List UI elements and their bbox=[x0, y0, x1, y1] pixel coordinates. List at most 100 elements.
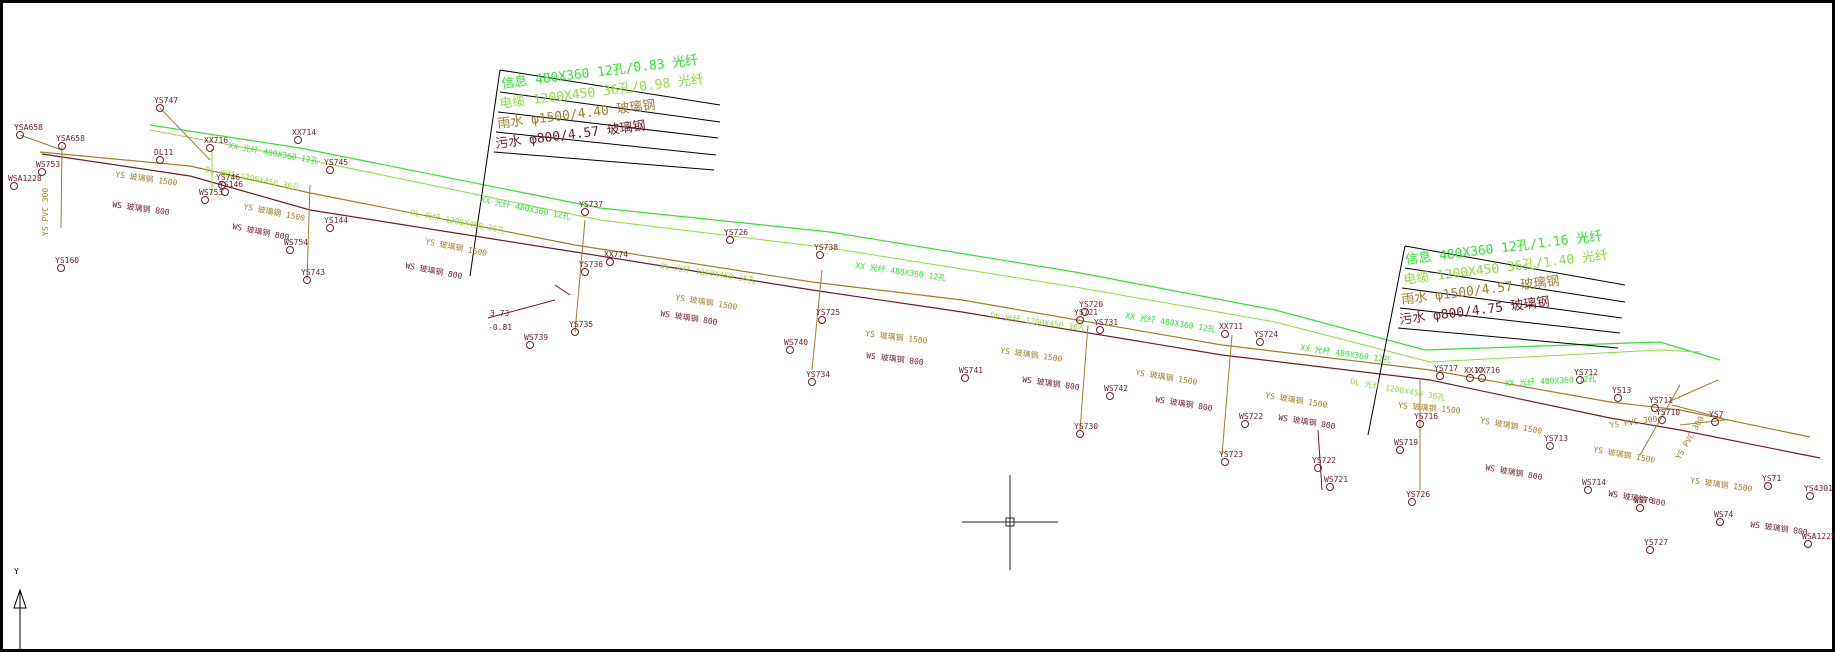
manhole-node[interactable]: DL11 bbox=[154, 148, 173, 164]
manhole-symbol-icon bbox=[201, 196, 209, 204]
manhole-node[interactable]: YS7 bbox=[1709, 410, 1724, 426]
manhole-node[interactable]: YS160 bbox=[55, 256, 79, 272]
manhole-node[interactable]: YS745 bbox=[324, 158, 348, 174]
power-pipeline[interactable] bbox=[149, 129, 1701, 363]
manhole-node[interactable]: WS741 bbox=[959, 366, 983, 382]
node-label: DL11 bbox=[154, 148, 173, 157]
manhole-symbol-icon bbox=[58, 142, 66, 150]
manhole-node[interactable]: WS739 bbox=[524, 333, 548, 349]
manhole-symbol-icon bbox=[218, 181, 226, 189]
manhole-node[interactable]: YS720 bbox=[1079, 300, 1103, 316]
manhole-node[interactable]: YS144 bbox=[324, 216, 348, 232]
node-label: YS727 bbox=[1644, 538, 1668, 547]
table-rule bbox=[1397, 327, 1619, 349]
node-label: WS741 bbox=[959, 366, 983, 375]
manhole-node[interactable]: YS743 bbox=[301, 268, 325, 284]
manhole-symbol-icon bbox=[1646, 546, 1654, 554]
manhole-node[interactable]: XX774 bbox=[604, 250, 628, 266]
manhole-node[interactable]: YS747 bbox=[154, 96, 178, 112]
pipe-label-rain: YS 玻璃钢 1500 bbox=[865, 328, 928, 346]
manhole-node[interactable]: WS719 bbox=[1394, 438, 1418, 454]
manhole-node[interactable]: YS736 bbox=[579, 260, 603, 276]
manhole-symbol-icon bbox=[581, 268, 589, 276]
manhole-node[interactable]: WS714 bbox=[1582, 478, 1606, 494]
manhole-node[interactable]: WS754 bbox=[284, 238, 308, 254]
node-label: YS710 bbox=[1656, 408, 1680, 417]
rainwater-branch-pipe[interactable] bbox=[1221, 334, 1233, 456]
manhole-symbol-icon bbox=[156, 104, 164, 112]
manhole-symbol-icon bbox=[286, 246, 294, 254]
manhole-node[interactable]: YS146 bbox=[219, 180, 243, 196]
manhole-node[interactable]: WS722 bbox=[1239, 412, 1263, 428]
sewage-branch-pipe[interactable] bbox=[1317, 429, 1323, 491]
manhole-node[interactable]: XX711 bbox=[1219, 322, 1243, 338]
rainwater-branch-pipe[interactable] bbox=[1679, 419, 1726, 426]
manhole-node[interactable]: YS730 bbox=[1074, 422, 1098, 438]
rainwater-branch-pipe[interactable] bbox=[1639, 384, 1681, 456]
manhole-node[interactable]: YS712 bbox=[1574, 368, 1598, 384]
manhole-node[interactable]: YS721 bbox=[1074, 308, 1098, 324]
rainwater-branch-pipe[interactable] bbox=[159, 107, 211, 161]
node-label: YS144 bbox=[324, 216, 348, 225]
manhole-node[interactable]: YS735 bbox=[569, 320, 593, 336]
manhole-node[interactable]: YS710 bbox=[1656, 408, 1680, 424]
manhole-node[interactable]: YS13 bbox=[1612, 386, 1631, 402]
crosshair-cursor-icon[interactable] bbox=[962, 475, 1058, 570]
manhole-node[interactable]: WS76 bbox=[1634, 496, 1653, 512]
rainwater-branch-pipe[interactable] bbox=[60, 145, 63, 229]
manhole-symbol-icon bbox=[1436, 372, 1444, 380]
manhole-node[interactable]: YS726 bbox=[724, 228, 748, 244]
manhole-node[interactable]: YS724 bbox=[1254, 330, 1278, 346]
manhole-node[interactable]: YS738 bbox=[814, 243, 838, 259]
manhole-node[interactable]: XX17 bbox=[1464, 366, 1483, 382]
table-rule bbox=[1404, 245, 1626, 286]
manhole-node[interactable]: WS753 bbox=[36, 160, 60, 176]
manhole-node[interactable]: YS716 bbox=[1414, 412, 1438, 428]
node-label: YS743 bbox=[301, 268, 325, 277]
manhole-node[interactable]: YS746 bbox=[216, 173, 240, 189]
node-label: YS747 bbox=[154, 96, 178, 105]
sewage-branch-pipe[interactable] bbox=[554, 284, 571, 296]
manhole-node[interactable]: WS721 bbox=[1324, 475, 1348, 491]
rainwater-pipeline[interactable] bbox=[39, 151, 1811, 438]
elevation-annotation[interactable]: 3.73 -0.81 bbox=[487, 299, 556, 332]
manhole-node[interactable]: XX716 bbox=[1476, 366, 1500, 382]
manhole-node[interactable]: YS717 bbox=[1434, 364, 1458, 380]
manhole-node[interactable]: YS711 bbox=[1649, 396, 1673, 412]
manhole-node[interactable]: YSA658 bbox=[56, 134, 85, 150]
manhole-node[interactable]: XX716 bbox=[204, 136, 228, 152]
node-label: YS160 bbox=[55, 256, 79, 265]
manhole-node[interactable]: YS731 bbox=[1094, 318, 1118, 334]
rainwater-branch-pipe[interactable] bbox=[1671, 404, 1723, 419]
rainwater-branch-pipe[interactable] bbox=[306, 184, 311, 281]
manhole-node[interactable]: YSA658 bbox=[14, 123, 43, 139]
sewage-pipeline[interactable] bbox=[41, 153, 1821, 459]
manhole-node[interactable]: YS722 bbox=[1312, 456, 1336, 472]
manhole-node[interactable]: YS723 bbox=[1219, 450, 1243, 466]
manhole-node[interactable]: WSA1228 bbox=[8, 174, 42, 190]
manhole-symbol-icon bbox=[326, 166, 334, 174]
rainwater-branch-pipe[interactable] bbox=[811, 269, 823, 371]
manhole-node[interactable]: YS726 bbox=[1406, 490, 1430, 506]
pipe-info-table[interactable]: 信息 480X360 12孔/0.83 光纤 电缆 1200X450 36孔/0… bbox=[469, 52, 721, 277]
rainwater-branch-pipe[interactable] bbox=[1079, 324, 1089, 431]
manhole-node[interactable]: YS71 bbox=[1762, 474, 1781, 490]
node-label: WS742 bbox=[1104, 384, 1128, 393]
manhole-node[interactable]: XX714 bbox=[292, 128, 316, 144]
manhole-node[interactable]: WS753 bbox=[199, 188, 223, 204]
rainwater-branch-pipe[interactable] bbox=[574, 219, 586, 333]
manhole-node[interactable]: YS713 bbox=[1544, 434, 1568, 450]
manhole-node[interactable]: WS742 bbox=[1104, 384, 1128, 400]
manhole-node[interactable]: WSA1225 bbox=[1802, 532, 1835, 548]
manhole-node[interactable]: WS740 bbox=[784, 338, 808, 354]
manhole-node[interactable]: YS734 bbox=[806, 370, 830, 386]
manhole-node[interactable]: WS74 bbox=[1714, 510, 1733, 526]
manhole-node[interactable]: YS727 bbox=[1644, 538, 1668, 554]
manhole-node[interactable]: YS737 bbox=[579, 200, 603, 216]
rainwater-branch-pipe[interactable] bbox=[1667, 379, 1719, 403]
manhole-node[interactable]: YS4301 bbox=[1804, 484, 1833, 500]
manhole-node[interactable]: YS725 bbox=[816, 308, 840, 324]
rainwater-branch-pipe[interactable] bbox=[19, 134, 63, 151]
table-leader-line bbox=[469, 69, 501, 277]
